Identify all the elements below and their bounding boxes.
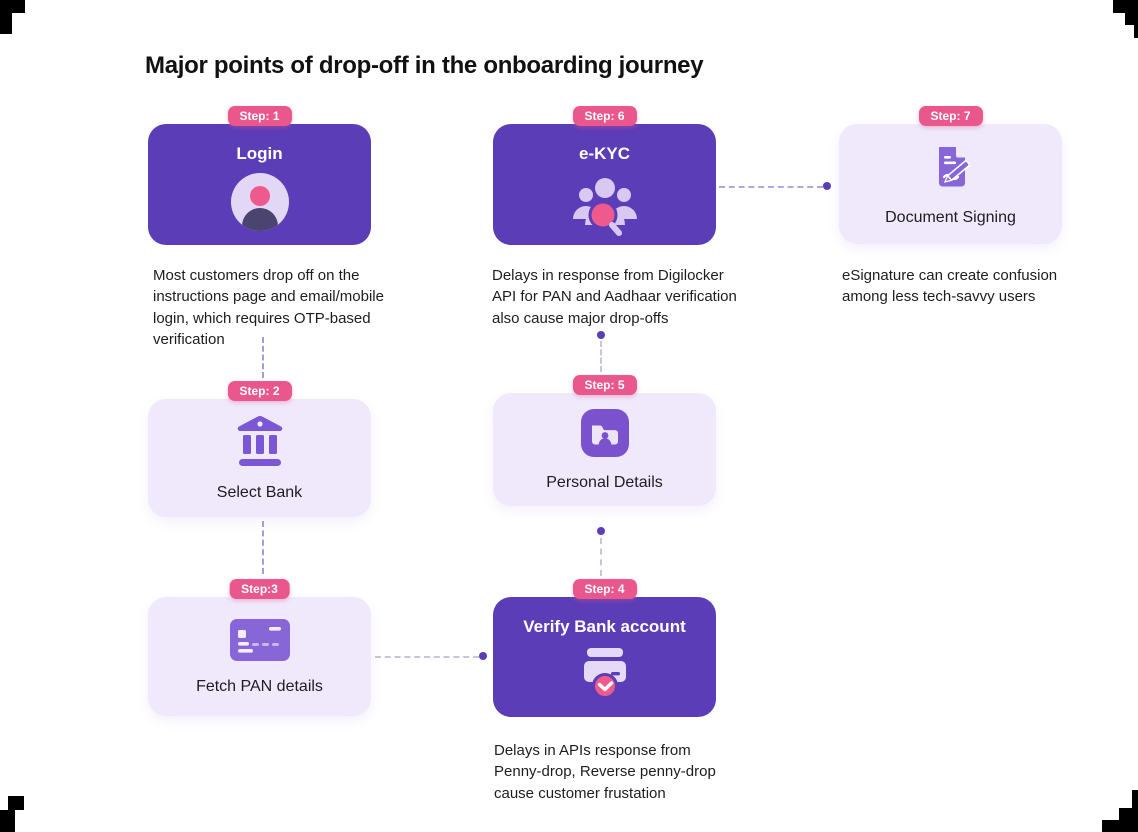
step-card-document-signing: Step: 7 Document Signing (839, 106, 1062, 244)
step-label: e-KYC (578, 144, 630, 163)
step-badge: Step: 2 (227, 381, 292, 401)
step-badge: Step: 5 (572, 375, 637, 395)
step-description: Delays in APIs response from Penny-drop,… (494, 742, 716, 802)
step-card-ekyc: Step: 6 e-KYC (493, 106, 716, 245)
step-description: eSignature can create confusion among le… (842, 267, 1058, 306)
step-label: Login (236, 144, 283, 163)
connector-dot (597, 527, 605, 535)
step-label: Verify Bank account (523, 617, 686, 636)
step-badge: Step: 1 (227, 106, 292, 126)
step-badge: Step: 4 (572, 579, 637, 599)
folder-user-icon (580, 408, 630, 463)
step-card-personal-details: Step: 5 Personal Details (493, 375, 716, 506)
corner-pixel-decoration (1134, 25, 1138, 38)
step-label: Personal Details (546, 473, 663, 491)
corner-pixel-decoration (1102, 820, 1138, 832)
card-check-icon (577, 646, 633, 705)
corner-pixel-decoration (0, 13, 12, 34)
connector-dot (597, 331, 605, 339)
connector-step4-step5 (600, 538, 602, 576)
connector-step2-step3 (262, 521, 264, 574)
step-card-fetch-pan: Step:3 Fetch PAN details (148, 579, 371, 716)
connector-dot (479, 652, 487, 660)
id-card-icon (229, 618, 291, 667)
corner-pixel-decoration (1125, 13, 1138, 25)
step-badge: Step: 6 (572, 106, 637, 126)
user-avatar-icon (230, 173, 289, 236)
connector-step6-step7 (719, 186, 823, 188)
step-card-select-bank: Step: 2 Select Bank (148, 381, 371, 517)
corner-pixel-decoration (0, 0, 25, 13)
people-search-icon (569, 173, 641, 242)
step-card-login: Step: 1 Login (148, 106, 371, 245)
connector-step3-step4 (375, 656, 479, 658)
step-card-verify-bank: Step: 4 Verify Bank account (493, 579, 716, 717)
step-description: Most customers drop off on the instructi… (153, 267, 384, 349)
step-description: Delays in response from Digilocker API f… (492, 267, 737, 327)
bank-icon (235, 414, 285, 473)
corner-pixel-decoration (8, 796, 24, 810)
step-badge: Step:3 (229, 579, 290, 599)
step-label: Fetch PAN details (196, 677, 323, 695)
step-label: Document Signing (885, 209, 1016, 226)
connector-step5-step6 (600, 341, 602, 372)
connector-step1-step2 (262, 337, 264, 378)
document-signing-icon (925, 141, 977, 198)
page-title: Major points of drop-off in the onboardi… (145, 52, 704, 80)
connector-dot (823, 182, 831, 190)
corner-pixel-decoration (1113, 0, 1138, 13)
step-badge: Step: 7 (918, 106, 983, 126)
step-label: Select Bank (216, 484, 303, 501)
corner-pixel-decoration (0, 810, 15, 832)
